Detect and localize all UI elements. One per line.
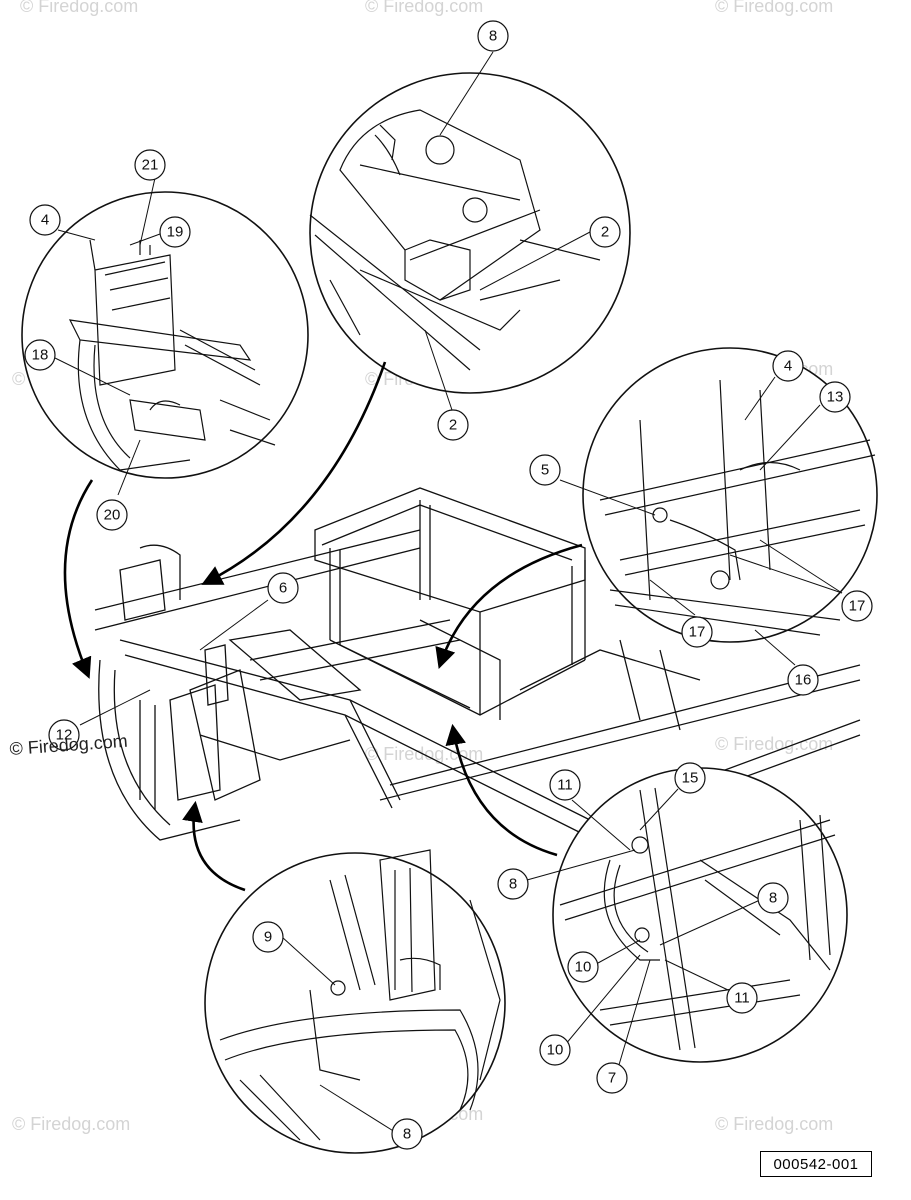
callout-13: 13: [819, 381, 851, 413]
svg-text:4: 4: [784, 358, 792, 375]
callout-19: 19: [159, 216, 191, 248]
arrow-bottom-center-to-frame: [182, 800, 246, 892]
svg-text:2: 2: [601, 224, 609, 241]
callout-4: 4: [772, 350, 804, 382]
callout-10: 10: [567, 951, 599, 983]
svg-text:8: 8: [403, 1126, 411, 1143]
svg-text:7: 7: [608, 1070, 616, 1087]
callout-9: 9: [252, 921, 284, 953]
callout-7: 7: [596, 1062, 628, 1094]
svg-text:20: 20: [104, 507, 121, 524]
svg-text:6: 6: [279, 580, 287, 597]
svg-text:15: 15: [682, 770, 699, 787]
svg-text:8: 8: [489, 28, 497, 45]
svg-text:21: 21: [142, 157, 159, 174]
callout-11: 11: [726, 982, 758, 1014]
callout-17: 17: [841, 590, 873, 622]
svg-text:8: 8: [769, 890, 777, 907]
callout-16: 16: [787, 664, 819, 696]
callout-2: 2: [589, 216, 621, 248]
callout-5: 5: [529, 454, 561, 486]
svg-text:17: 17: [849, 598, 866, 615]
detail-circle-bottom-center: [204, 849, 506, 1154]
svg-text:17: 17: [689, 624, 706, 641]
arrow-fuel-tank-to-frame: [201, 361, 387, 585]
watermark: © Firedog.com: [20, 0, 138, 16]
vehicle-frame-illustration: [94, 487, 861, 841]
svg-text:13: 13: [827, 389, 844, 406]
leader-lines: [54, 51, 843, 1133]
callout-17: 17: [681, 616, 713, 648]
callout-bubbles: 21 4 19 18 20 8 2 2 4 13 5 17 17 16 6 12…: [24, 20, 873, 1150]
callout-15: 15: [674, 762, 706, 794]
watermark: © Firedog.com: [715, 1114, 833, 1134]
svg-text:4: 4: [41, 212, 49, 229]
svg-text:8: 8: [509, 876, 517, 893]
svg-text:5: 5: [541, 462, 549, 479]
svg-text:12: 12: [56, 727, 73, 744]
callout-4: 4: [29, 204, 61, 236]
watermark: © Firedog.com: [715, 0, 833, 16]
callout-6: 6: [267, 572, 299, 604]
arrow-right-middle-to-frame: [435, 543, 583, 669]
callout-10: 10: [539, 1034, 571, 1066]
svg-text:10: 10: [575, 959, 592, 976]
svg-text:10: 10: [547, 1042, 564, 1059]
callout-18: 18: [24, 339, 56, 371]
svg-text:19: 19: [167, 224, 184, 241]
callout-20: 20: [96, 499, 128, 531]
watermark: © Firedog.com: [12, 1114, 130, 1134]
watermark: © Firedog.com: [365, 0, 483, 16]
svg-text:18: 18: [32, 347, 49, 364]
arrow-upper-left-to-frame: [63, 479, 94, 679]
svg-text:16: 16: [795, 672, 812, 689]
callout-8: 8: [391, 1118, 423, 1150]
detail-circle-upper-left: [21, 191, 309, 479]
svg-text:2: 2: [449, 417, 457, 434]
watermark: © Firedog.com: [715, 734, 833, 754]
callout-8: 8: [757, 882, 789, 914]
callout-2: 2: [437, 409, 469, 441]
callout-8: 8: [497, 868, 529, 900]
callout-21: 21: [134, 149, 166, 181]
callout-8: 8: [477, 20, 509, 52]
svg-text:9: 9: [264, 929, 272, 946]
detail-circle-fuel-tank: [309, 72, 631, 394]
arrow-right-bottom-to-frame: [445, 723, 558, 857]
detail-circle-right-bottom: [552, 767, 848, 1063]
connector-arrows: [63, 361, 583, 892]
callout-12: 12: [48, 719, 80, 751]
svg-text:11: 11: [557, 777, 573, 794]
callout-11: 11: [549, 769, 581, 801]
watermark-prominent: © Firedog.com: [9, 731, 128, 759]
svg-text:11: 11: [734, 990, 750, 1007]
figure-reference-number: 000542-001: [760, 1151, 872, 1177]
